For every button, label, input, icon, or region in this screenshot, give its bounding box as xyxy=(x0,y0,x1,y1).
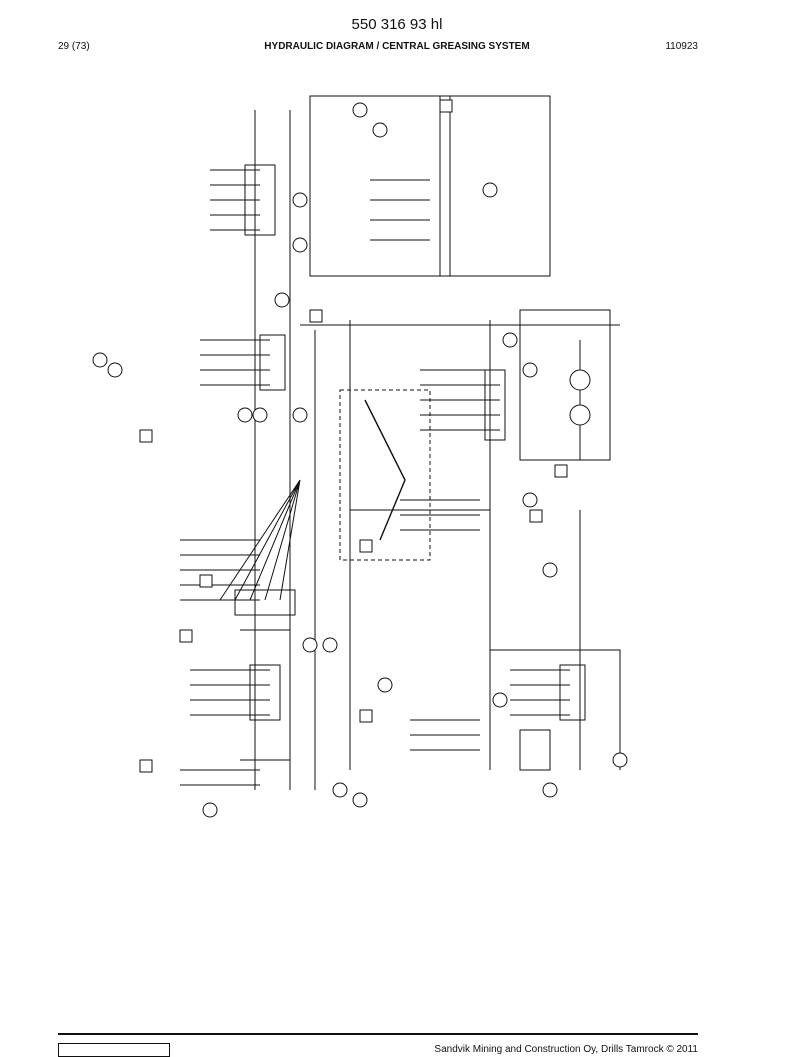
box-rowder xyxy=(439,95,551,277)
document-date: 110923 xyxy=(665,41,698,52)
footer-copyright: Sandvik Mining and Construction Oy, Dril… xyxy=(434,1044,698,1055)
hydraulic-diagram xyxy=(92,95,628,818)
document-number: 550 316 93 hl xyxy=(351,16,443,33)
lubrication-detail-box xyxy=(339,389,431,561)
page-title: HYDRAULIC DIAGRAM / CENTRAL GREASING SYS… xyxy=(264,41,530,52)
box-lube-unit xyxy=(519,309,611,461)
box-top-right xyxy=(309,95,451,277)
company-logo xyxy=(58,1043,170,1057)
footer-rule xyxy=(58,1033,698,1035)
page-number: 29 (73) xyxy=(58,41,90,52)
